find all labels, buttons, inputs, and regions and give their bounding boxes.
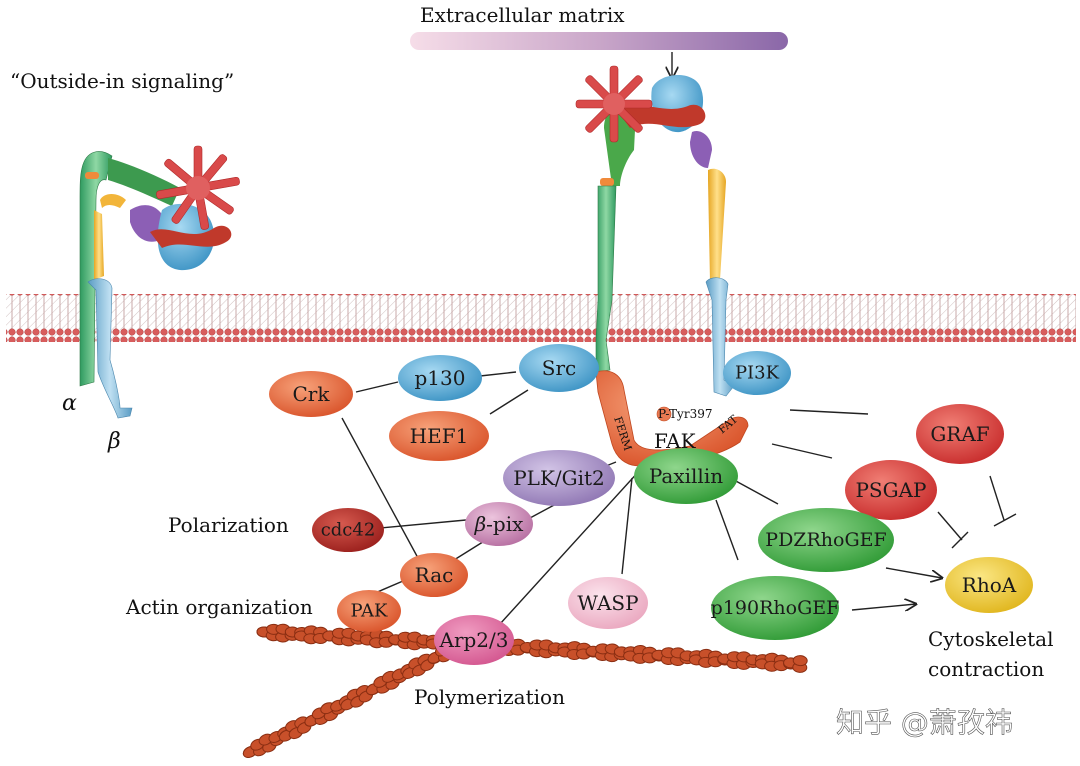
svg-text:Crk: Crk <box>293 382 331 406</box>
polymerization-label: Polymerization <box>414 685 565 709</box>
node-paxillin: Paxillin <box>634 448 738 504</box>
svg-text:HEF1: HEF1 <box>410 424 469 448</box>
ligand-star-left <box>156 145 240 230</box>
alpha-label: α <box>62 391 77 416</box>
integrin-left-bent <box>79 145 240 419</box>
svg-text:Paxillin: Paxillin <box>649 464 723 488</box>
node-pi3k: PI3K <box>723 351 791 395</box>
node-src: Src <box>519 344 599 392</box>
svg-text:PAK: PAK <box>351 601 388 622</box>
extracellular-matrix-bar <box>410 32 788 50</box>
ligand-star-right <box>575 65 653 143</box>
svg-text:GRAF: GRAF <box>930 422 989 446</box>
ptyr-phospho-dot <box>656 406 672 422</box>
node-graf: GRAF <box>916 404 1004 464</box>
extracellular-matrix-label: Extracellular matrix <box>420 3 625 27</box>
beta-label: β <box>107 429 121 454</box>
outside-in-label: “Outside-in signaling” <box>10 69 234 93</box>
svg-text:RhoA: RhoA <box>962 573 1017 597</box>
node-rac: Rac <box>400 553 468 597</box>
node-rhoa: RhoA <box>945 557 1033 613</box>
integrin-right-extended <box>575 65 735 397</box>
svg-text:PDZRhoGEF: PDZRhoGEF <box>765 529 886 551</box>
node-beta-pix: β-pix <box>465 502 533 546</box>
node-cdc42: cdc42 <box>312 508 384 552</box>
svg-text:Rac: Rac <box>415 563 454 587</box>
node-plk-git2: PLK/Git2 <box>503 450 615 506</box>
node-pdzrhogef: PDZRhoGEF <box>758 508 894 572</box>
svg-text:β-pix: β-pix <box>474 512 525 536</box>
node-wasp: WASP <box>568 577 648 629</box>
svg-text:PI3K: PI3K <box>735 363 780 384</box>
node-crk: Crk <box>269 371 353 417</box>
watermark: 知乎 @萧孜祎 <box>836 706 1013 739</box>
svg-text:p130: p130 <box>415 366 466 390</box>
actin-bead <box>792 655 808 667</box>
svg-text:cdc42: cdc42 <box>321 520 376 541</box>
svg-text:PSGAP: PSGAP <box>855 478 926 502</box>
svg-text:p190RhoGEF: p190RhoGEF <box>711 597 840 619</box>
actin-organization-label: Actin organization <box>125 595 313 619</box>
node-p190rhogef: p190RhoGEF <box>711 576 840 640</box>
cytoskeletal-label-line1: Cytoskeletal <box>928 627 1054 651</box>
cell-membrane <box>6 294 1076 342</box>
polarization-label: Polarization <box>168 513 289 537</box>
node-arp2-3: Arp2/3 <box>434 615 514 665</box>
ptyr-label: P-Tyr397 <box>658 407 712 421</box>
svg-text:PLK/Git2: PLK/Git2 <box>513 466 605 490</box>
svg-text:Arp2/3: Arp2/3 <box>439 628 509 652</box>
svg-text:WASP: WASP <box>577 591 638 615</box>
node-psgap: PSGAP <box>845 460 937 520</box>
cytoskeletal-label-line2: contraction <box>928 657 1044 681</box>
connector-lines <box>341 371 1017 625</box>
node-pak: PAK <box>337 590 401 632</box>
node-p130: p130 <box>398 355 482 401</box>
node-hef1: HEF1 <box>389 411 489 461</box>
svg-text:Src: Src <box>542 356 576 380</box>
